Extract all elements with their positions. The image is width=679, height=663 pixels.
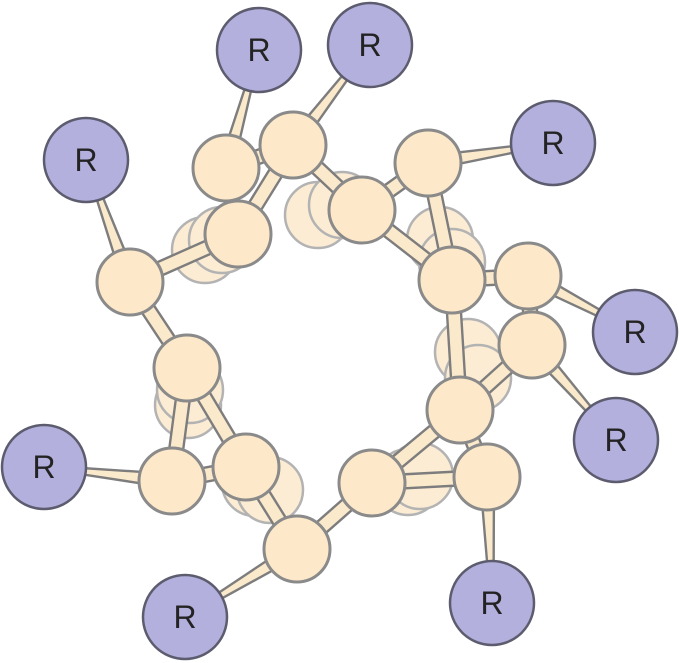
ring-atom: [203, 199, 273, 269]
substituent-atom: [509, 99, 597, 187]
substituent-label: R: [541, 125, 564, 161]
ring-atom: [417, 245, 487, 315]
substituent-atom: [591, 288, 679, 376]
substituent-label: R: [247, 32, 270, 68]
substituent-label: R: [32, 449, 55, 485]
ring-atom: [497, 310, 567, 380]
ring-atom: [425, 375, 495, 445]
substituent-atom: [448, 559, 536, 647]
substituent-atom: [215, 6, 303, 94]
ring-atom: [137, 446, 207, 516]
ring-atom: [452, 442, 522, 512]
ring-atom: [258, 110, 328, 180]
substituent-label: R: [358, 27, 381, 63]
ring-atom: [211, 432, 281, 502]
substituent-label: R: [623, 314, 646, 350]
substituent-atom: [326, 1, 414, 89]
substituent-atom: [572, 396, 660, 484]
substituent-atom: [141, 573, 229, 661]
front-ring-atoms: [95, 110, 567, 584]
substituent-label: R: [173, 599, 196, 635]
substituent-atom: [42, 116, 130, 204]
ring-atom: [393, 128, 463, 198]
ring-atom: [327, 175, 397, 245]
substituent-label: R: [74, 142, 97, 178]
substituent-atom: [0, 423, 88, 511]
ring-atom: [493, 241, 563, 311]
ring-atom: [95, 247, 165, 317]
substituent-label: R: [480, 585, 503, 621]
ring-atom: [152, 333, 222, 403]
ring-atom: [262, 514, 332, 584]
ring-atom: [191, 133, 261, 203]
substituent-label: R: [604, 422, 627, 458]
ring-atom: [337, 448, 407, 518]
